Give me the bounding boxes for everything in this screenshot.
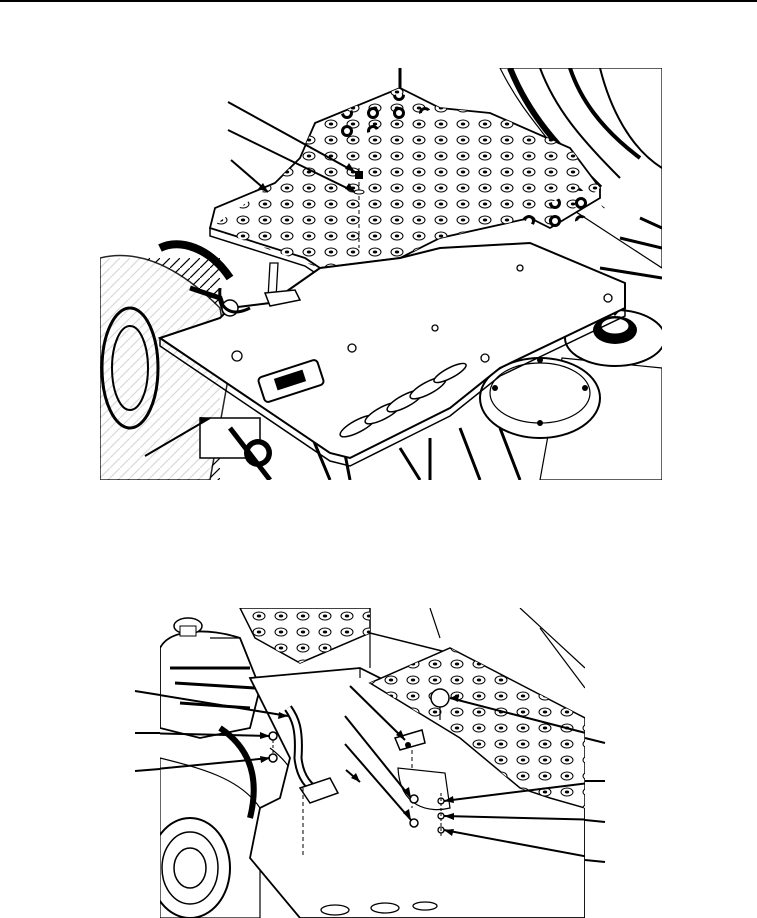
- lower-floor-plate: [157, 168, 626, 467]
- right-mounting-bracket: [393, 729, 451, 838]
- floor-slots: [320, 901, 438, 916]
- upper-perforated-floor-plate: [239, 608, 371, 664]
- figure-2-bracket-hardware-illustration: [160, 608, 585, 918]
- upper-perforated-floor-plate: [208, 87, 605, 277]
- page-top-rule: [0, 0, 757, 2]
- figure-1-floor-plate-illustration: [100, 68, 662, 480]
- right-perforated-floor-plate: [368, 647, 585, 809]
- left-hose-bracket: [268, 705, 340, 858]
- figure-2-leader-lines: [160, 685, 585, 858]
